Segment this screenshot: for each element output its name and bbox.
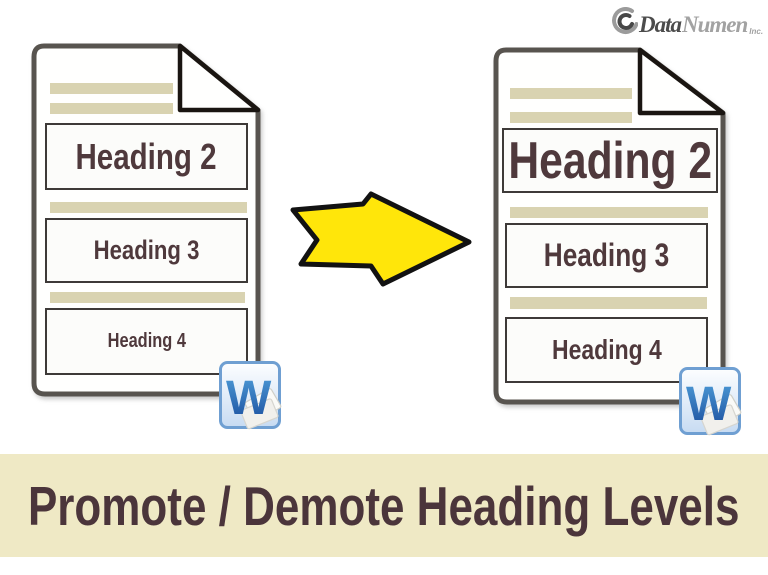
datanumen-swoosh-icon xyxy=(608,6,639,44)
heading4-box-before: Heading 4 xyxy=(45,308,248,375)
brand-name-bold: Data xyxy=(639,12,682,37)
text-line xyxy=(510,112,632,123)
datanumen-logo: Data Numen Inc. xyxy=(608,6,764,44)
ms-word-icon: W xyxy=(678,366,742,436)
heading3-box-after: Heading 3 xyxy=(505,223,708,288)
heading4-box-after: Heading 4 xyxy=(505,317,708,383)
word-w-letter: W xyxy=(226,372,272,425)
heading3-box-before: Heading 3 xyxy=(45,218,248,283)
heading3-label: Heading 3 xyxy=(543,237,670,273)
brand-name-light: Numen xyxy=(682,12,748,37)
text-line xyxy=(510,297,707,309)
word-w-letter: W xyxy=(686,378,732,431)
document-before: Heading 2 Heading 3 Heading 4 xyxy=(30,42,262,398)
text-line xyxy=(50,83,173,94)
text-line xyxy=(50,202,247,213)
document-after: Heading 2 Heading 3 Heading 4 xyxy=(492,46,726,406)
heading2-box-after: Heading 2 xyxy=(502,128,718,193)
text-line xyxy=(510,88,632,99)
heading2-label: Heading 2 xyxy=(508,131,712,190)
caption-title: Promote / Demote Heading Levels xyxy=(28,474,740,537)
text-line xyxy=(50,292,245,303)
transform-arrow-icon xyxy=(290,191,472,287)
text-line xyxy=(50,103,173,114)
folded-corner xyxy=(177,43,261,113)
ms-word-icon: W xyxy=(218,360,282,430)
heading2-label: Heading 2 xyxy=(75,135,218,177)
heading4-label: Heading 4 xyxy=(551,334,662,365)
heading3-label: Heading 3 xyxy=(93,235,200,265)
caption-bar: Promote / Demote Heading Levels xyxy=(0,454,768,557)
folded-corner xyxy=(637,47,726,116)
text-line xyxy=(510,207,708,218)
heading2-box-before: Heading 2 xyxy=(45,123,248,190)
brand-suffix: Inc. xyxy=(749,27,764,36)
heading4-label: Heading 4 xyxy=(107,330,186,352)
